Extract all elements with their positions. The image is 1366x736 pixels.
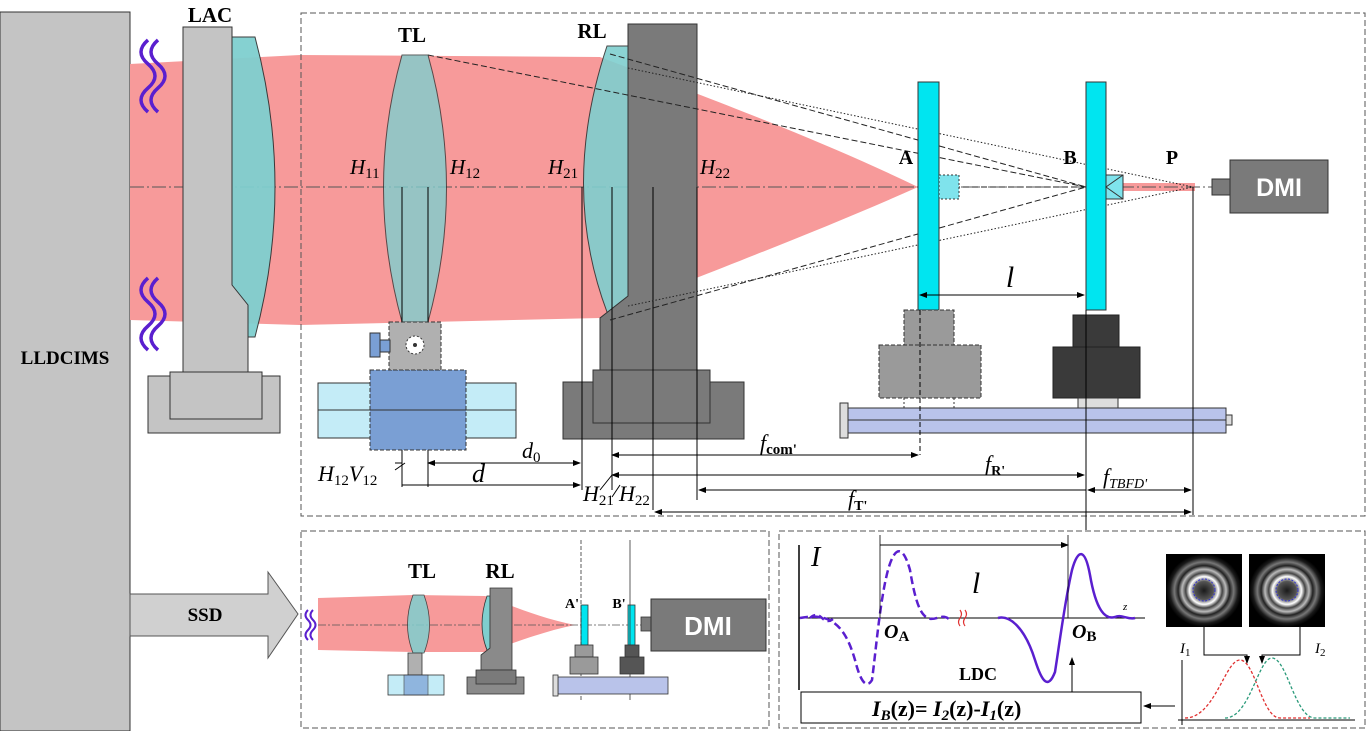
h11-label: H11	[349, 155, 380, 182]
dim-fr: fR'	[985, 451, 1005, 479]
h22-label: H22	[699, 155, 730, 182]
rl-assembly: RL	[562, 19, 745, 510]
point-a-label: A	[899, 147, 914, 169]
mini-tl-label: TL	[408, 559, 436, 583]
dim-h22: H22	[618, 481, 650, 509]
l-dimension: l	[919, 261, 1085, 298]
mini-b-prime-label: B'	[612, 597, 625, 612]
mini-rl-label: RL	[485, 559, 514, 583]
dmi-device: P DMI	[1166, 147, 1329, 214]
dim-ftbfd: fTBFD'	[1103, 464, 1148, 492]
ob-label: OB	[1072, 621, 1096, 645]
dim-h21: H21	[582, 481, 614, 509]
i2-label: I2	[1314, 641, 1326, 659]
point-p-label: P	[1166, 147, 1178, 169]
i1-label: I1	[1179, 641, 1191, 659]
dim-fcom: fcom'	[760, 430, 797, 458]
mini-a-prime-label: A'	[565, 597, 579, 612]
dim-d: d	[472, 459, 486, 488]
ldc-label: LDC	[959, 664, 997, 684]
ssd-arrow: SSD	[129, 570, 299, 660]
mirror-b: B	[1052, 81, 1141, 409]
lac-label: LAC	[188, 3, 232, 27]
mini-setup: DMI TL RL A' B'	[300, 530, 770, 729]
h12-label: H12	[449, 155, 480, 182]
oa-label: OA	[884, 621, 909, 645]
mini-dmi-label: DMI	[684, 611, 732, 641]
tl-label: TL	[398, 23, 426, 47]
lac-assembly: LAC	[147, 3, 281, 434]
principal-planes: H11 H12 H21 H22	[349, 155, 730, 182]
formula: IB(z)= I2(z)-I1(z)	[871, 696, 1021, 724]
intensity-axis-label: I	[810, 542, 822, 573]
ssd-label: SSD	[188, 605, 223, 626]
dimension-labels: H12V12 d0 d H21 H22 fcom' fR' fTBFD' fT'	[317, 430, 1148, 514]
lldcims-block: LLDCIMS	[0, 11, 131, 732]
mirror-a: A	[878, 81, 982, 408]
dim-ft: fT'	[848, 486, 867, 514]
ring-image-2	[1249, 554, 1325, 627]
dimension-lines	[394, 452, 1192, 515]
rl-label: RL	[577, 19, 606, 43]
ldc-l-label: l	[972, 567, 980, 600]
dim-verticals	[919, 187, 1194, 530]
ldc-panel: I z l OA OB LDC IB(z)= I2(z)-I1(z) I1 I2	[778, 530, 1366, 729]
ring-image-1	[1166, 554, 1242, 627]
l-label: l	[1006, 261, 1014, 294]
dim-h12v12: H12V12	[317, 461, 377, 489]
z-axis-label: z	[1122, 601, 1128, 613]
dim-d0: d0	[522, 438, 541, 466]
main-frame	[300, 12, 1366, 517]
h21-label: H21	[547, 155, 578, 182]
rail-stage	[839, 402, 1233, 439]
dmi-label: DMI	[1256, 174, 1302, 202]
point-b-label: B	[1063, 147, 1076, 169]
tl-mount	[317, 321, 517, 451]
lldcims-label: LLDCIMS	[21, 348, 110, 369]
wave-marks	[139, 38, 167, 352]
